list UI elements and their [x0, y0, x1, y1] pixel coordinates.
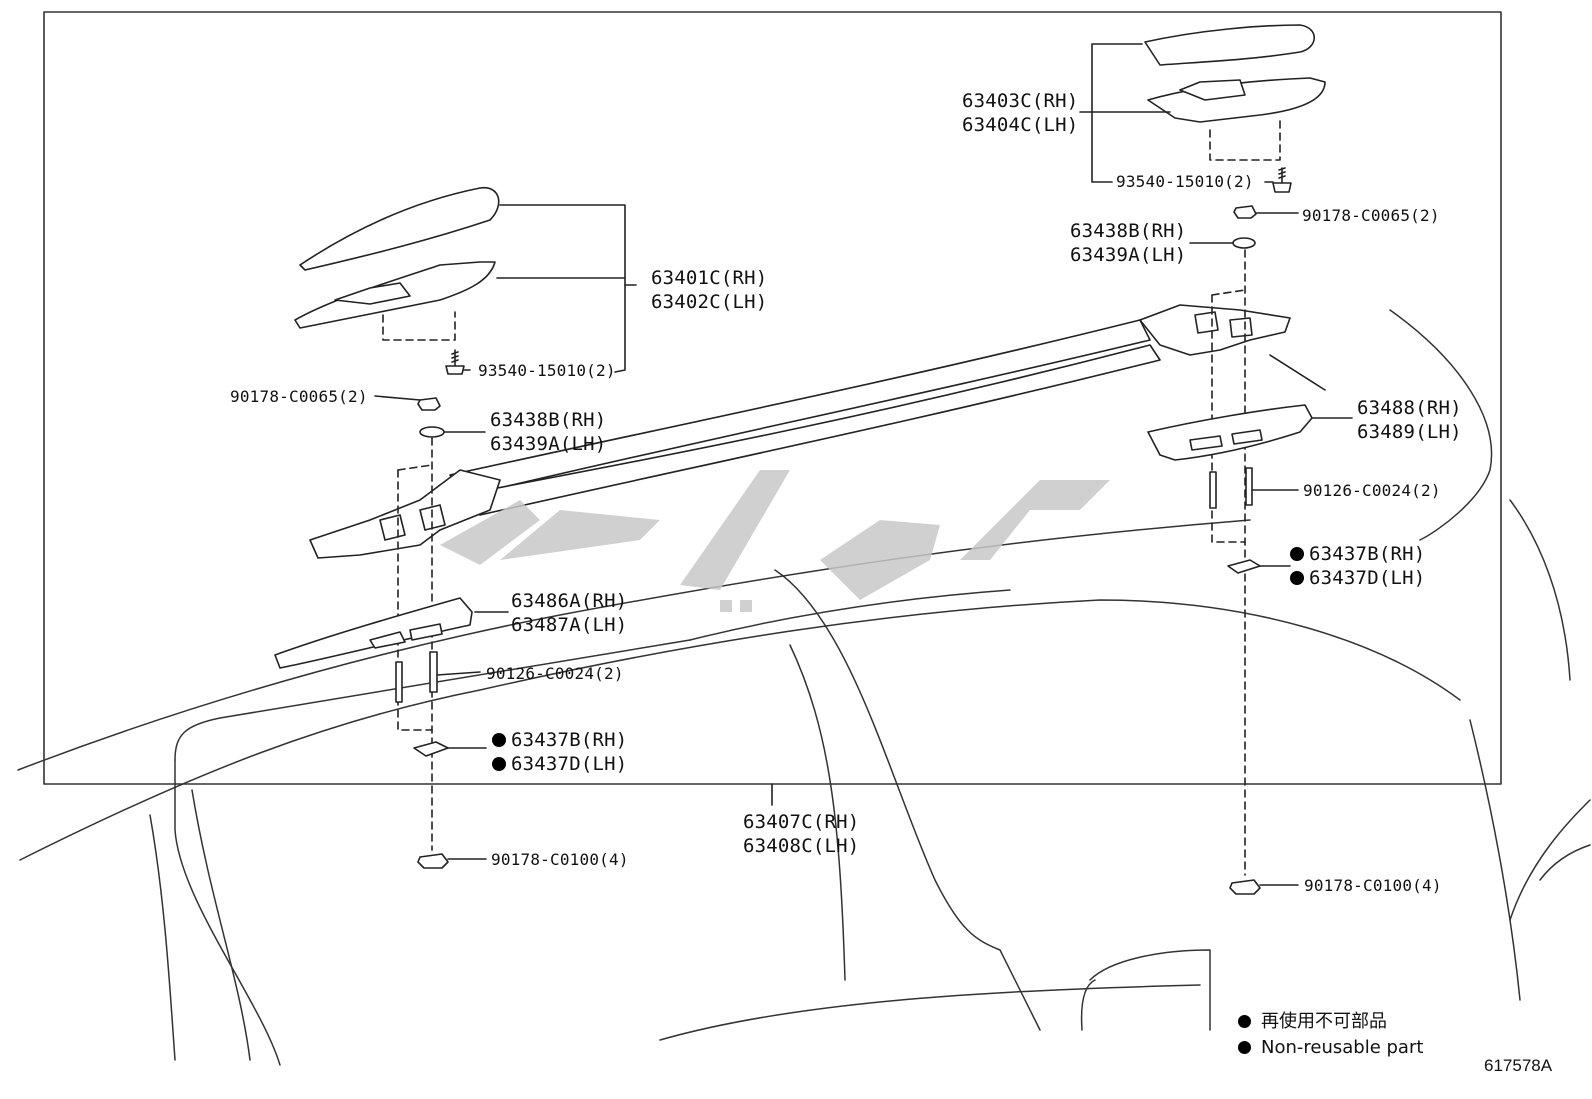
- label-left-washer-rh: 63438B(RH): [490, 409, 607, 431]
- right-nut-large-shape: [1229, 879, 1299, 895]
- label-right-cover-lh: 63404C(LH): [962, 114, 1079, 136]
- left-screw-shape: [445, 349, 471, 375]
- right-studs: [1209, 467, 1299, 509]
- right-diagonal-lines: [1269, 354, 1326, 391]
- label-left-cover-lh: 63402C(LH): [651, 291, 768, 313]
- label-left-cover-rh: 63401C(RH): [651, 267, 768, 289]
- non-reusable-bullet-icon: [1238, 1041, 1251, 1054]
- label-right-gasket-rh: 63437B(RH): [1290, 542, 1425, 566]
- non-reusable-bullet-icon: [1238, 1015, 1251, 1028]
- label-right-washer-lh: 63439A(LH): [1070, 244, 1187, 266]
- legend-japanese: 再使用不可部品: [1238, 1010, 1387, 1034]
- right-gasket-shape: [1227, 559, 1291, 574]
- watermark-logo: [440, 470, 1110, 612]
- vehicle-body-outline: [17, 309, 1591, 1066]
- left-studs: [395, 651, 481, 703]
- label-left-stud: 90126-C0024(2): [486, 664, 624, 683]
- right-nut-small-shape: [1233, 205, 1299, 219]
- label-left-base-rh: 63486A(RH): [511, 590, 628, 612]
- right-base-plate: [1147, 404, 1353, 461]
- right-end-cover: [1144, 24, 1326, 123]
- non-reusable-bullet-icon: [492, 733, 506, 747]
- left-nut-large-shape: [417, 853, 487, 869]
- non-reusable-bullet-icon: [492, 757, 506, 771]
- label-right-base-rh: 63488(RH): [1357, 397, 1462, 419]
- left-gasket-shape: [413, 741, 487, 757]
- left-cover-leaders: [496, 204, 637, 373]
- label-right-cover-rh: 63403C(RH): [962, 90, 1079, 112]
- label-left-screw: 93540-15010(2): [478, 361, 616, 380]
- label-right-stud: 90126-C0024(2): [1303, 481, 1441, 500]
- diagram-code: 617578A: [1484, 1056, 1553, 1075]
- left-washer-shape: [419, 426, 486, 438]
- non-reusable-bullet-icon: [1290, 547, 1304, 561]
- label-left-gasket-lh: 63437D(LH): [492, 752, 627, 776]
- label-rail-rh: 63407C(RH): [743, 811, 860, 833]
- label-right-gasket-lh: 63437D(LH): [1290, 566, 1425, 590]
- left-end-cover: [294, 187, 500, 329]
- non-reusable-bullet-icon: [1290, 571, 1304, 585]
- right-washer-shape: [1189, 237, 1256, 249]
- right-screw-shape: [1264, 167, 1292, 193]
- label-left-nut-large: 90178-C0100(4): [491, 850, 629, 869]
- label-left-gasket-rh: 63437B(RH): [492, 728, 627, 752]
- roof-rail: [449, 319, 1161, 516]
- legend-english: Non-reusable part: [1238, 1036, 1423, 1060]
- left-base-plate: [274, 597, 509, 669]
- label-right-nut-small: 90178-C0065(2): [1302, 206, 1440, 225]
- label-left-washer-lh: 63439A(LH): [490, 433, 607, 455]
- label-right-base-lh: 63489(LH): [1357, 421, 1462, 443]
- label-right-screw: 93540-15010(2): [1116, 172, 1254, 191]
- right-cover-leaders: [1079, 43, 1171, 183]
- label-left-base-lh: 63487A(LH): [511, 614, 628, 636]
- right-rail-mount: [1139, 304, 1291, 356]
- left-dashed-guides: [397, 437, 433, 851]
- label-right-nut-large: 90178-C0100(4): [1304, 876, 1442, 895]
- left-cover-dashed-guides: [382, 311, 456, 341]
- label-right-washer-rh: 63438B(RH): [1070, 220, 1187, 242]
- right-cover-dashed-guides: [1209, 117, 1281, 161]
- label-left-nut-small: 90178-C0065(2): [230, 387, 368, 406]
- left-nut-small-shape: [374, 395, 441, 411]
- label-rail-lh: 63408C(LH): [743, 835, 860, 857]
